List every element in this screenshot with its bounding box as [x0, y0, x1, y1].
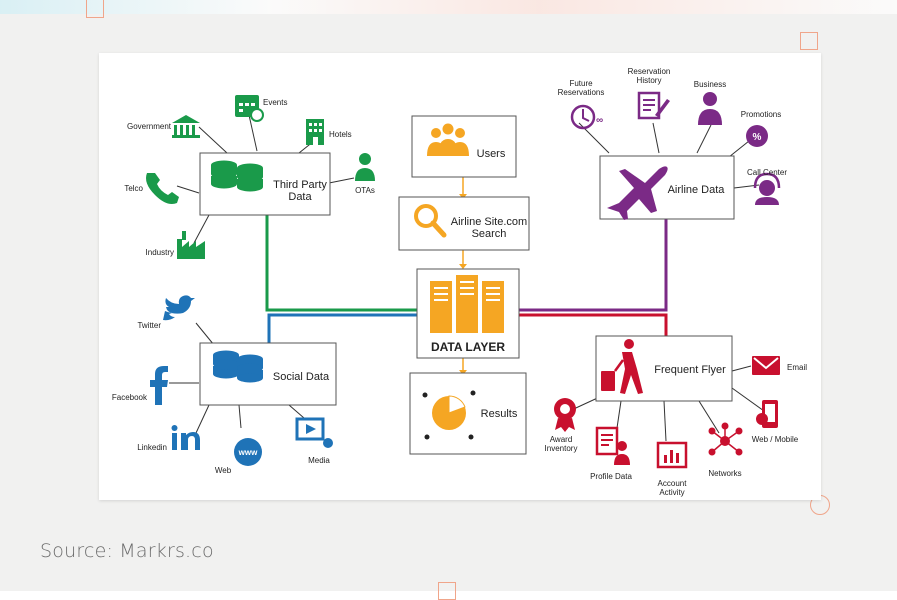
- svg-text:www: www: [238, 448, 258, 457]
- telco-icon: [146, 173, 179, 204]
- traveler-icon: [601, 339, 643, 394]
- account-activity-label-line1: Account: [658, 479, 688, 488]
- reservation-history-icon: [637, 91, 670, 120]
- facebook-label: Facebook: [112, 393, 148, 402]
- future-reservations-icon: ∞: [570, 104, 603, 130]
- top-decorative-band: [0, 0, 897, 14]
- results-node: Results: [409, 372, 527, 455]
- diagram-card: Users Airline Site.com Search DATA LAYER: [99, 53, 821, 500]
- pie-chart-icon: [422, 390, 476, 440]
- decorative-square: [800, 32, 818, 50]
- profile-data-icon: [595, 426, 630, 465]
- telco-label: Telco: [124, 184, 143, 193]
- decorative-square: [438, 582, 456, 600]
- email-label: Email: [787, 363, 807, 372]
- future-reservations-label-line2: Reservations: [558, 88, 605, 97]
- call-center-label: Call Center: [747, 168, 787, 177]
- social-data-node: Social Data: [199, 342, 337, 406]
- database-icon: [213, 350, 263, 383]
- svg-text:∞: ∞: [596, 115, 603, 126]
- results-label: Results: [481, 408, 518, 420]
- database-icon: [211, 160, 263, 192]
- third-party-data-node: Third Party Data: [199, 152, 331, 216]
- frequent-flyer-node: Frequent Flyer: [595, 335, 733, 402]
- networks-label: Networks: [708, 469, 741, 478]
- search-label-line1: Airline Site.com: [451, 216, 527, 228]
- users-node: Users: [411, 115, 517, 178]
- otas-label: OTAs: [355, 186, 375, 195]
- decorative-square: [86, 0, 104, 18]
- users-label: Users: [477, 148, 506, 160]
- account-activity-icon: [656, 441, 688, 469]
- search-label-line2: Search: [472, 228, 507, 240]
- call-center-icon: [753, 172, 781, 205]
- architecture-diagram: Users Airline Site.com Search DATA LAYER: [112, 67, 807, 497]
- award-inventory-icon: [554, 398, 576, 432]
- airline-data-node: Airline Data: [599, 155, 735, 220]
- magnifier-icon: [414, 204, 447, 238]
- hotels-label: Hotels: [329, 130, 352, 139]
- twitter-label: Twitter: [137, 321, 161, 330]
- profile-data-label: Profile Data: [590, 472, 632, 481]
- web-icon: www: [234, 438, 262, 466]
- industry-icon: [177, 231, 205, 259]
- linkedin-label: Linkedin: [137, 443, 167, 452]
- facebook-icon: [150, 366, 168, 405]
- government-label: Government: [127, 122, 172, 131]
- source-caption: Source: Markrs.co: [40, 540, 214, 562]
- airline-title: Airline Data: [668, 184, 726, 196]
- business-icon: [698, 92, 722, 125]
- media-label: Media: [308, 456, 330, 465]
- users-icon: [427, 123, 469, 156]
- data-layer-node: DATA LAYER: [416, 268, 520, 359]
- industry-label: Industry: [146, 248, 174, 257]
- future-reservations-label-line1: Future: [569, 79, 593, 88]
- servers-icon: [430, 275, 504, 333]
- reservation-history-label-line1: Reservation: [628, 67, 671, 76]
- award-inventory-label-line2: Inventory: [545, 444, 578, 453]
- government-icon: [172, 115, 200, 138]
- spoke-lines: [169, 114, 765, 442]
- twitter-icon: [163, 295, 195, 321]
- third-party-title-line2: Data: [288, 191, 312, 203]
- third-party-title-line1: Third Party: [273, 179, 327, 191]
- web-mobile-icon: [756, 400, 778, 428]
- social-title: Social Data: [273, 371, 330, 383]
- email-icon: [752, 356, 780, 375]
- web-mobile-label: Web / Mobile: [752, 435, 799, 444]
- svg-text:%: %: [753, 132, 762, 143]
- search-node: Airline Site.com Search: [398, 196, 530, 251]
- web-label: Web: [215, 466, 232, 475]
- networks-icon: [708, 422, 743, 456]
- events-icon: [235, 95, 264, 122]
- promotions-icon: %: [746, 125, 768, 147]
- hotels-icon: [306, 119, 324, 145]
- airplane-icon: [607, 166, 668, 220]
- account-activity-label-line2: Activity: [659, 488, 684, 497]
- media-icon: [295, 417, 333, 448]
- award-inventory-label-line1: Award: [550, 435, 573, 444]
- linkedin-icon: [171, 425, 200, 450]
- business-label: Business: [694, 80, 726, 89]
- promotions-label: Promotions: [741, 110, 781, 119]
- frequent-flyer-title: Frequent Flyer: [654, 364, 726, 376]
- data-layer-label: DATA LAYER: [431, 340, 505, 354]
- reservation-history-label-line2: History: [637, 76, 662, 85]
- events-label: Events: [263, 98, 287, 107]
- otas-icon: [355, 153, 375, 181]
